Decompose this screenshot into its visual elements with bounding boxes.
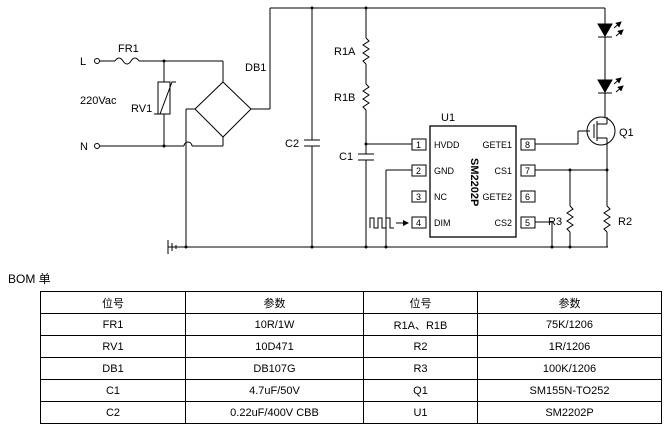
header-value-1: 参数 <box>185 291 364 314</box>
bom-title: BOM 单 <box>8 272 51 286</box>
varistor-RV1 <box>157 81 171 115</box>
pin-6-name: GETE2 <box>482 192 512 202</box>
pin-3-number: 3 <box>416 192 421 202</box>
table-cell: DB107G <box>185 357 364 380</box>
pin-1-number: 1 <box>416 140 421 150</box>
table-cell: SM155N-TO252 <box>477 379 662 402</box>
pin-2-name: GND <box>434 166 455 176</box>
label-R3: R3 <box>548 216 562 228</box>
header-ref-1: 位号 <box>40 291 186 314</box>
table-cell: SM2202P <box>477 401 662 424</box>
label-U1: U1 <box>441 112 455 124</box>
pin-6-number: 6 <box>525 192 530 202</box>
table-cell: C1 <box>40 379 186 402</box>
label-N: N <box>80 141 88 153</box>
resistor-R2 <box>603 205 611 233</box>
resistor-R1A <box>362 37 370 65</box>
bom-header-row: 位号 参数 位号 参数 <box>40 291 662 314</box>
resistor-R1B <box>362 83 370 111</box>
table-cell: 1R/1206 <box>477 335 662 358</box>
terminal-N <box>94 143 100 149</box>
table-cell: 10R/1W <box>185 313 364 336</box>
label-Q1: Q1 <box>619 127 634 139</box>
table-cell: 4.7uF/50V <box>185 379 364 402</box>
label-220vac: 220Vac <box>80 95 117 107</box>
table-row: DB1 DB107G R3 100K/1206 <box>40 357 662 380</box>
resistor-R3 <box>566 205 574 233</box>
header-value-2: 参数 <box>477 291 662 314</box>
table-cell: FR1 <box>40 313 186 336</box>
label-FR1: FR1 <box>118 43 139 55</box>
table-row: RV1 10D471 R2 1R/1206 <box>40 335 662 358</box>
table-row: C2 0.22uF/400V CBB U1 SM2202P <box>40 401 662 424</box>
pin-5-name: CS2 <box>494 218 512 228</box>
pin-2-number: 2 <box>416 166 421 176</box>
bom-table: 位号 参数 位号 参数 FR1 10R/1W R1A、R1B 75K/1206 … <box>40 291 662 424</box>
table-cell: U1 <box>363 401 478 424</box>
pwm-signal-icon <box>369 217 394 229</box>
pin-8-number: 8 <box>525 140 530 150</box>
table-cell: 75K/1206 <box>477 313 662 336</box>
header-ref-2: 位号 <box>363 291 478 314</box>
led-1 <box>597 23 613 37</box>
circuit-schematic: L N 220Vac FR1 RV1 DB1 C2 R1A R1B C1 U1 … <box>80 6 634 254</box>
pin-3-name: NC <box>434 192 447 202</box>
table-cell: 0.22uF/400V CBB <box>185 401 364 424</box>
table-cell: Q1 <box>363 379 478 402</box>
pin-7-name: CS1 <box>494 166 512 176</box>
table-cell: R1A、R1B <box>363 313 478 336</box>
mosfet-Q1 <box>586 116 616 146</box>
label-R1A: R1A <box>334 46 356 58</box>
table-row: C1 4.7uF/50V Q1 SM155N-TO252 <box>40 379 662 402</box>
label-C2: C2 <box>285 138 299 150</box>
label-RV1: RV1 <box>131 103 152 115</box>
table-cell: RV1 <box>40 335 186 358</box>
table-cell: R2 <box>363 335 478 358</box>
ic-U1 <box>429 125 517 238</box>
pin-7-number: 7 <box>525 166 530 176</box>
table-cell: R3 <box>363 357 478 380</box>
chip-name: SM2202P <box>468 158 480 206</box>
table-row: FR1 10R/1W R1A、R1B 75K/1206 <box>40 313 662 336</box>
label-R2: R2 <box>618 216 632 228</box>
label-DB1: DB1 <box>245 62 266 74</box>
pin-1-name: HVDD <box>434 140 460 150</box>
table-cell: DB1 <box>40 357 186 380</box>
fuse-FR1 <box>114 57 140 65</box>
label-L: L <box>80 56 86 68</box>
table-cell: 100K/1206 <box>477 357 662 380</box>
label-R1B: R1B <box>334 92 355 104</box>
pin-4-name: DIM <box>434 218 451 228</box>
bridge-rectifier-DB1 <box>194 81 252 138</box>
label-C1: C1 <box>339 151 353 163</box>
pin-5-number: 5 <box>525 218 530 228</box>
led-2 <box>597 79 613 93</box>
table-cell: 10D471 <box>185 335 364 358</box>
pin-8-name: GETE1 <box>482 140 512 150</box>
table-cell: C2 <box>40 401 186 424</box>
terminal-L <box>94 58 100 64</box>
pin-4-number: 4 <box>416 218 421 228</box>
